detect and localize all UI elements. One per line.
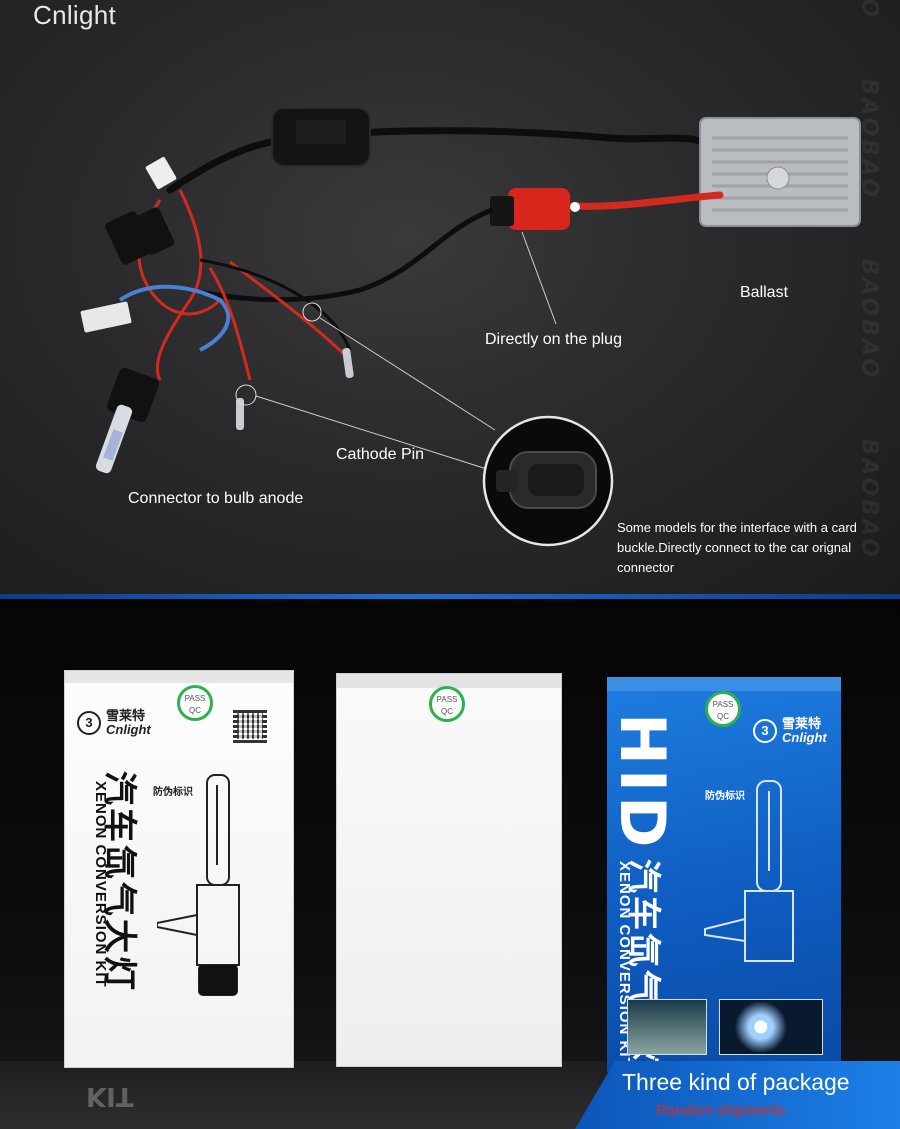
callout-circle-1 xyxy=(302,302,322,322)
label-cathode-pin: Cathode Pin xyxy=(336,446,425,463)
brand-mark-icon: 3 xyxy=(77,711,101,735)
barcode-label xyxy=(80,301,132,333)
pass-qc-sticker: PASS QC xyxy=(705,691,741,727)
anti-fake-tag: 防伪标识 xyxy=(705,791,745,802)
box-brand: 3 雪莱特 Cnlight xyxy=(753,717,827,745)
caption-title: Three kind of package xyxy=(622,1069,850,1095)
hid-logo: HID xyxy=(606,713,679,852)
qr-code-icon xyxy=(233,709,267,743)
brand-mark-icon: 3 xyxy=(753,719,777,743)
harness-connector xyxy=(133,207,175,255)
pass-qc-sticker: PASS QC xyxy=(177,685,213,721)
pass-qc-sticker: PASS QC xyxy=(429,686,465,722)
xenon-bulb xyxy=(95,367,159,474)
box-brand: 3 雪莱特 Cnlight xyxy=(77,709,151,737)
package-plain-box: PASS QC xyxy=(337,674,561,1066)
headlight-photo xyxy=(719,999,823,1055)
anti-fake-tag: 防伪标识 xyxy=(153,787,193,798)
cathode-pin xyxy=(342,347,354,379)
bulb-outline-icon xyxy=(704,780,794,962)
caption-subtitle: Random shipments xyxy=(656,1102,786,1119)
box-reflection: KIT xyxy=(86,1081,134,1111)
red-plug xyxy=(490,188,580,230)
package-blue-box: PASS QC 3 雪莱特 Cnlight HID 防伪标识 汽车氙气大灯 XE… xyxy=(606,677,841,1081)
package-white-box: 3 雪莱特 Cnlight PASS QC 防伪标识 汽车氙气大灯 XENON … xyxy=(65,671,293,1067)
bulb-outline-icon xyxy=(157,774,240,996)
white-label xyxy=(145,156,177,190)
ballast-unit xyxy=(699,117,861,227)
packages-panel: 3 雪莱特 Cnlight PASS QC 防伪标识 汽车氙气大灯 XENON … xyxy=(0,599,900,1129)
label-interface-note: Some models for the interface with a car… xyxy=(617,520,857,575)
anode-pin xyxy=(236,398,244,430)
label-ballast: Ballast xyxy=(740,284,789,301)
side-title-en: XENON CONVERSION KIT xyxy=(92,781,109,988)
section-divider xyxy=(0,594,900,599)
product-photo-panel: Cnlight xyxy=(0,0,900,594)
magnified-connector xyxy=(482,415,614,547)
label-plug: Directly on the plug xyxy=(485,331,622,348)
label-anode-connector: Connector to bulb anode xyxy=(128,490,304,507)
callout-circle-2 xyxy=(235,384,257,406)
wiring-illustration xyxy=(80,107,861,547)
brand-logo-text: Cnlight xyxy=(33,0,117,30)
night-road-photo xyxy=(627,999,707,1055)
caption-ribbon xyxy=(575,1061,900,1129)
